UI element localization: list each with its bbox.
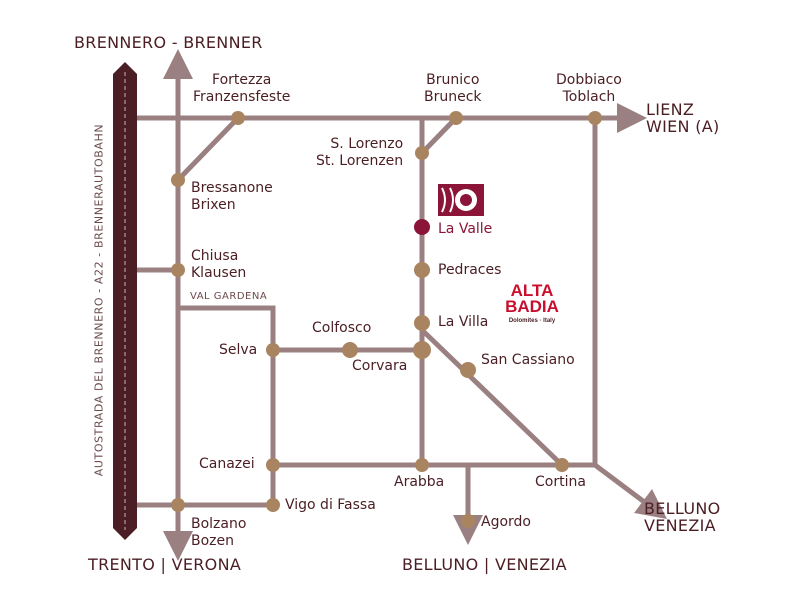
stop-selva [266,343,280,357]
bolzano-it: Bolzano [191,516,247,532]
stop-bressanone [171,173,185,187]
fortezza-de: Franzensfeste [193,89,291,105]
bressanone-de: Brixen [191,197,236,213]
highway-a22 [113,62,137,540]
belluno-label: BELLUNO [644,499,721,518]
fortezza-it: Fortezza [212,72,272,88]
stop-la-valle [414,219,430,235]
svg-text:BADIA: BADIA [505,297,559,316]
venezia-label: VENEZIA [644,516,716,535]
wien-label: WIEN (A) [646,117,720,136]
s-lorenzo-de: St. Lorenzen [316,153,404,169]
stop-brunico [449,111,463,125]
svg-text:ALTA: ALTA [511,281,554,300]
stop-pedraces [414,262,430,278]
bressanone-it: Bressanone [191,180,273,196]
svg-text:Dolomites · Italy: Dolomites · Italy [509,318,556,324]
road-belluno [592,118,667,519]
label-vigo: Vigo di Fassa [285,497,376,513]
label-colfosco: Colfosco [312,320,372,336]
val-gardena-label: VAL GARDENA [190,291,268,302]
direction-trento: TRENTO | VERONA [88,555,242,574]
stop-san-cassiano [460,362,476,378]
stop-arabba [415,458,429,472]
label-la-valle: La Valle [438,221,493,237]
la-valle-logo [438,184,484,216]
label-canazei: Canazei [199,456,255,472]
stop-corvara [413,341,431,359]
stop-colfosco [342,342,358,358]
direction-north: BRENNERO - BRENNER [74,33,263,52]
label-cortina: Cortina [535,474,586,490]
brunico-it: Brunico [426,72,480,88]
label-corvara: Corvara [352,358,408,374]
stop-s-lorenzo [415,146,429,160]
stop-cortina [555,458,569,472]
road-fortezza [176,116,240,182]
brunico-de: Bruneck [424,89,482,105]
chiusa-it: Chiusa [191,248,239,264]
stop-dobbiaco [588,111,602,125]
stops [171,111,602,528]
stop-la-villa [414,315,430,331]
dobbiaco-de: Toblach [562,89,616,105]
label-arabba: Arabba [394,474,445,490]
stop-chiusa [171,263,185,277]
label-selva: Selva [219,342,258,358]
s-lorenzo-it: S. Lorenzo [330,136,404,152]
dobbiaco-it: Dobbiaco [556,72,622,88]
label-pedraces: Pedraces [438,262,502,278]
lienz-label: LIENZ [646,100,695,119]
label-san-cassiano: San Cassiano [481,352,575,368]
roads [137,49,667,561]
bolzano-de: Bozen [191,533,235,549]
highway-label: AUTOSTRADA DEL BRENNERO - A22 - BRENNERA… [92,123,106,477]
road-brunico [420,116,458,155]
stop-agordo [461,514,475,528]
chiusa-de: Klausen [191,265,247,281]
direction-belluno-south: BELLUNO | VENEZIA [402,555,567,574]
stop-canazei [266,458,280,472]
road-cortina [420,328,564,467]
road-val-gardena [178,305,276,505]
label-la-villa: La Villa [438,314,489,330]
stop-vigo [266,498,280,512]
label-agordo: Agordo [481,514,531,530]
stop-bolzano [171,498,185,512]
stop-fortezza [231,111,245,125]
alta-badia-logo: ALTA BADIA Dolomites · Italy [505,281,559,324]
